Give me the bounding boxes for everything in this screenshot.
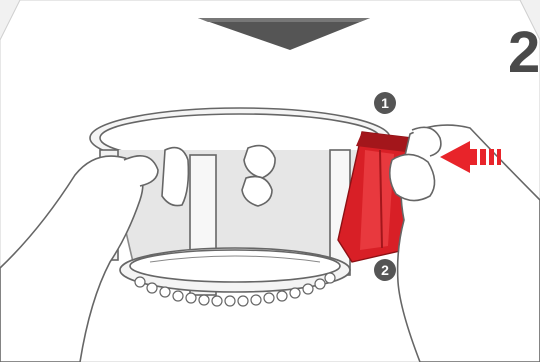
- step-number: 2: [508, 20, 540, 85]
- callout-1-label: 1: [381, 95, 389, 111]
- callout-badge-1: 1: [374, 92, 396, 114]
- callout-2-label: 2: [381, 262, 389, 278]
- callout-badge-2: 2: [374, 259, 396, 281]
